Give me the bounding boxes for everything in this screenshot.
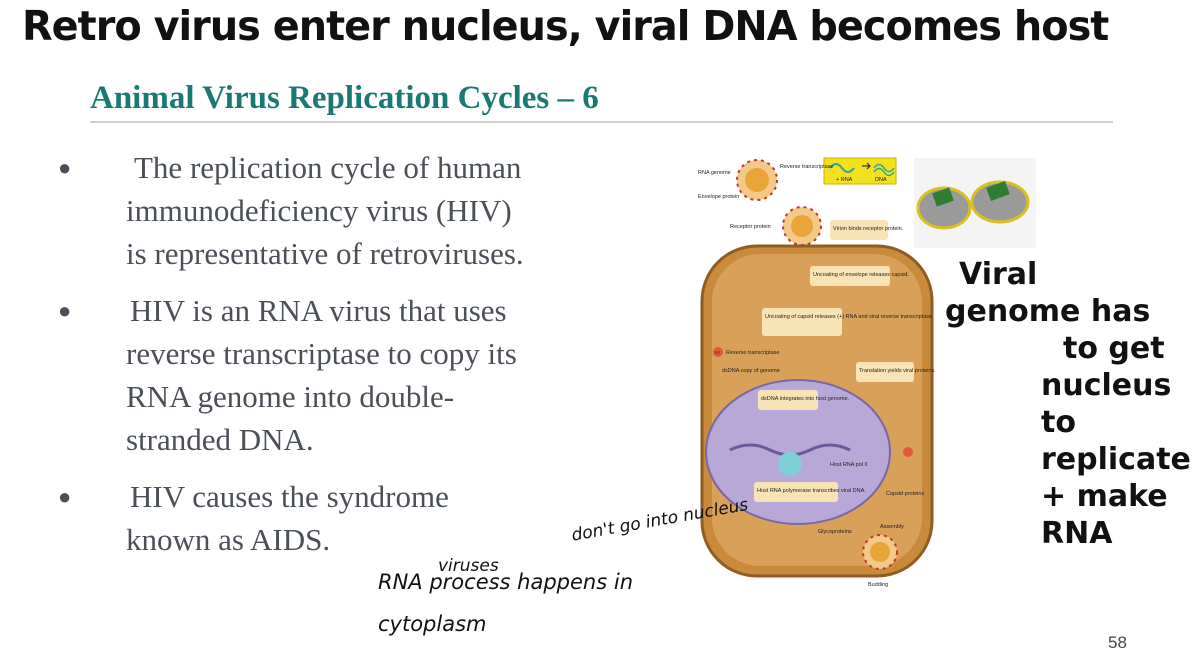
handwritten-note-cytoplasm: cytoplasm <box>378 612 487 636</box>
handwritten-note-top: Retro virus enter nucleus, viral DNA bec… <box>22 2 1109 50</box>
legend-rna-label: + RNA <box>836 177 853 183</box>
title-divider <box>90 121 1113 123</box>
bullet-line: HIV is an RNA virus that uses <box>130 293 507 328</box>
callout-box <box>758 390 818 410</box>
callout-box <box>762 308 842 336</box>
label-receptor-protein: Receptor protein <box>730 224 771 230</box>
bullet-line: known as AIDS. <box>126 522 331 557</box>
virion-cross-section <box>970 180 1030 224</box>
callout-box <box>830 220 888 240</box>
bullet-line: reverse transcriptase to copy its <box>126 336 517 371</box>
note-line: nucleus <box>1041 368 1172 403</box>
bullet-line: stranded DNA. <box>126 422 314 457</box>
label-budding: Budding <box>868 582 888 588</box>
note-line: + make <box>1041 479 1168 514</box>
bullet-item: ● HIV causes the syndrome known as AIDS. <box>58 475 618 561</box>
note-line: Viral <box>959 257 1038 292</box>
nucleus <box>705 379 891 525</box>
slide-title: Animal Virus Replication Cycles – 6 <box>90 80 599 116</box>
rna-polymerase-icon <box>778 452 802 476</box>
bullet-line: is representative of retroviruses. <box>126 236 524 271</box>
bullet-line: immunodeficiency virus (HIV) <box>126 193 512 228</box>
label-dsdna-integrates: dsDNA integrates into host genome. <box>761 396 850 402</box>
bullet-item: ● HIV is an RNA virus that uses reverse … <box>58 289 618 461</box>
bullet-line: The replication cycle of human <box>134 150 522 185</box>
label-assembly: Assembly <box>880 524 904 530</box>
arrow-icon <box>862 162 871 170</box>
note-line: to <box>1041 405 1076 440</box>
handwritten-note-viruses: viruses <box>438 556 499 576</box>
hiv-replication-figure: + RNA DNA RNA genome Envelope protein Re… <box>698 157 1036 588</box>
label-uncoating-envelope: Uncoating of envelope releases capsid. <box>813 272 909 278</box>
capsid-core <box>932 187 954 207</box>
virion-budding-icon <box>862 534 898 570</box>
bullet-line: RNA genome into double- <box>126 379 455 414</box>
label-reverse-transcriptase: Reverse transcriptase <box>780 164 834 170</box>
label-translation: Translation yields viral proteins. <box>859 368 936 374</box>
bullet-list: ● The replication cycle of human immunod… <box>58 146 618 575</box>
label-virion-binds: Virion binds receptor protein. <box>833 226 904 232</box>
label-rna-genome: RNA genome <box>698 170 731 176</box>
label-glycoproteins: Glycoproteins <box>818 529 852 535</box>
page-number: 58 <box>1108 633 1127 652</box>
label-host-rna-polymerase: Host RNA polymerase transcribes viral DN… <box>757 488 866 494</box>
callout-box <box>810 266 890 286</box>
rt-enzyme-icon <box>713 347 723 357</box>
rt-enzyme-icon <box>903 447 913 457</box>
note-line: genome has <box>945 294 1151 329</box>
bullet-line: HIV causes the syndrome <box>130 479 449 514</box>
label-rt: RT <box>715 350 721 355</box>
capsid-core <box>986 181 1010 201</box>
label-capsid-proteins: Capsid proteins <box>886 491 924 497</box>
legend-dna-label: DNA <box>875 177 887 183</box>
bullet-dot-icon: ● <box>58 484 72 509</box>
bullet-item: ● The replication cycle of human immunod… <box>58 146 618 275</box>
label-uncoating-capsid: Uncoating of capsid releases (+) RNA and… <box>765 314 934 320</box>
note-line: RNA <box>1041 516 1113 551</box>
callout-box <box>856 362 914 382</box>
note-line: to get <box>1063 331 1165 366</box>
label-envelope-protein: Envelope protein <box>698 194 739 200</box>
handwritten-note-right: Viral genome has to get nucleus to repli… <box>945 256 1191 552</box>
virion-binding-icon <box>782 206 822 246</box>
handwritten-note-rna-process: RNA process happens in <box>378 570 634 594</box>
bullet-dot-icon: ● <box>58 155 72 180</box>
callout-box <box>754 482 838 502</box>
label-rt-name: Reverse transcriptase <box>726 350 780 356</box>
virion-cross-section <box>916 186 972 230</box>
label-dsdna-copy: dsDNA copy of genome <box>722 368 780 374</box>
note-line: replicate <box>1041 442 1191 477</box>
rna-wave-icon <box>829 163 855 173</box>
label-host-rna-pol: Host RNA pol II <box>830 462 868 468</box>
virion-free-icon <box>736 159 778 201</box>
bullet-dot-icon: ● <box>58 298 72 323</box>
dna-wave-icon <box>873 163 895 177</box>
